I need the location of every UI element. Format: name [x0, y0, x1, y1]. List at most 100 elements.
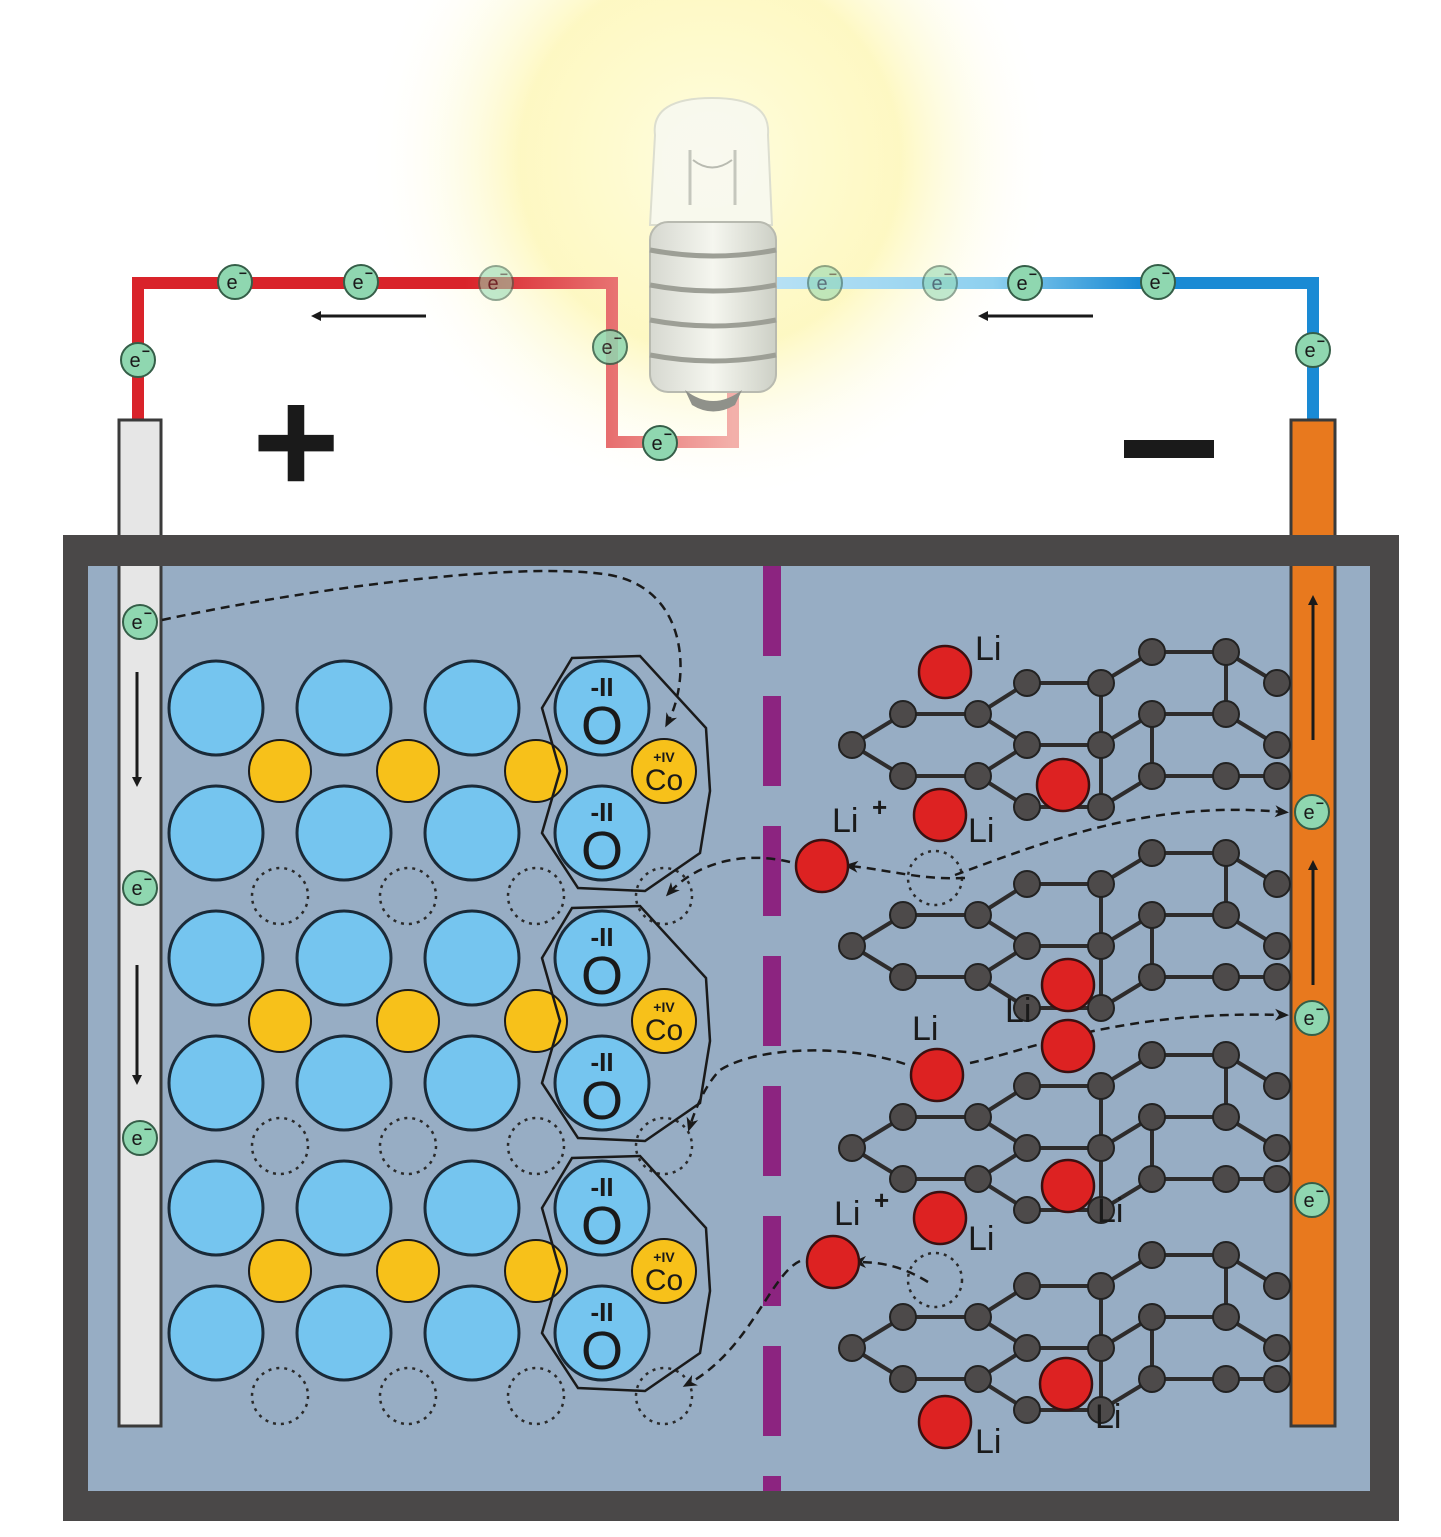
electron-label: e [226, 272, 237, 294]
cobalt-charge-label: +IV [653, 749, 675, 765]
negative-sign-bar [1124, 440, 1214, 458]
carbon-atom [964, 963, 992, 991]
electron: e− [1007, 265, 1043, 301]
electron: e− [1140, 264, 1176, 300]
oxygen-atom [167, 784, 265, 882]
electron-body [1294, 1182, 1330, 1218]
carbon-atom [1013, 1334, 1041, 1362]
carbon-atom [1263, 870, 1291, 898]
electron-body [922, 265, 958, 301]
lithium-atom [909, 1047, 965, 1103]
lithium-vacancy [378, 1116, 438, 1176]
cobalt-atom [631, 988, 697, 1054]
oxygen-atom [423, 909, 521, 1007]
oxygen-atom [553, 1284, 651, 1382]
lithium-vacancy [250, 1366, 310, 1426]
electron-label: e [352, 272, 363, 294]
carbon-atom [1138, 1303, 1166, 1331]
lithium-atom [912, 1190, 968, 1246]
electron: e− [122, 870, 158, 906]
lithium-atom [1040, 1158, 1096, 1214]
carbon-atom [1263, 731, 1291, 759]
carbon-atom [1087, 793, 1115, 821]
electron-charge: − [1162, 265, 1170, 281]
lithium-ion-label: Li [832, 802, 858, 840]
carbon-atom [1013, 1396, 1041, 1424]
carbon-atom [1138, 839, 1166, 867]
carbon-atom [1263, 963, 1291, 991]
carbon-atom [889, 1103, 917, 1131]
carbon-atom [964, 901, 992, 929]
oxygen-atom [423, 1159, 521, 1257]
carbon-atom [1212, 638, 1240, 666]
carbon-atom [838, 731, 866, 759]
carbon-atom [1013, 932, 1041, 960]
electron: e− [122, 604, 158, 640]
electron-path [954, 805, 1289, 877]
cobalt-atom [504, 1239, 568, 1303]
oxygen-atom [553, 1034, 651, 1132]
lithium-vacancy [634, 866, 694, 926]
electron-charge: − [614, 330, 622, 346]
electron-body [642, 425, 678, 461]
cobalt-atom [376, 1239, 440, 1303]
carbon-atom [1087, 1272, 1115, 1300]
electron-label: e [1304, 340, 1315, 362]
electron-label: e [1303, 802, 1314, 824]
carbon-atom [1138, 1103, 1166, 1131]
oxygen-atom [423, 784, 521, 882]
electron: e− [478, 265, 514, 301]
lithium-vacancy [506, 1116, 566, 1176]
electron-body [478, 265, 514, 301]
carbon-atom [964, 762, 992, 790]
carbon-atom [1087, 669, 1115, 697]
electron-body [1294, 794, 1330, 830]
carbon-atom [1013, 731, 1041, 759]
carbon-atom [1013, 1196, 1041, 1224]
carbon-atom [1087, 1196, 1115, 1224]
carbon-atom [1013, 1134, 1041, 1162]
electron-label: e [601, 337, 612, 359]
carbon-atom [1212, 1241, 1240, 1269]
carbon-atom [1212, 1303, 1240, 1331]
oxygen-atom [167, 1034, 265, 1132]
cobalt-label: Co [645, 1014, 683, 1047]
electron-charge: − [144, 871, 152, 887]
electron-path [161, 569, 682, 728]
electron-charge: − [500, 266, 508, 282]
electron-body [120, 342, 156, 378]
carbon-atom [1263, 1334, 1291, 1362]
electron-body [1007, 265, 1043, 301]
carbon-atom [1138, 1365, 1166, 1393]
oxygen-atom [295, 1284, 393, 1382]
lithium-atom [1040, 957, 1096, 1013]
lithium-label: Li [912, 1010, 938, 1048]
cobalt-charge-label: +IV [653, 999, 675, 1015]
electron-charge: − [144, 605, 152, 621]
lithium-label: Li [975, 630, 1001, 668]
electron-body [122, 870, 158, 906]
electron-label: e [129, 350, 140, 372]
lithium-vacancy [506, 866, 566, 926]
electron-charge: − [1317, 333, 1325, 349]
cobalt-charge-label: +IV [653, 1249, 675, 1265]
electron-body [1295, 332, 1331, 368]
oxygen-label: O [581, 1071, 623, 1131]
carbon-atom [1263, 1365, 1291, 1393]
graphite-layer [838, 1241, 1291, 1424]
lithium-vacancy [906, 1251, 964, 1309]
electron-label: e [651, 433, 662, 455]
carbon-atom [1263, 762, 1291, 790]
electron-charge: − [239, 265, 247, 281]
oxygen-label: O [581, 1321, 623, 1381]
electron-charge: − [144, 1121, 152, 1137]
carbon-atom [1013, 669, 1041, 697]
electrons: e−e−e−e−e−e−e−e−e−e−e−e−e−e−e−e−e− [120, 264, 1331, 1218]
electron-body [1140, 264, 1176, 300]
carbon-atom [889, 1165, 917, 1193]
oxygen-atom [167, 1284, 265, 1382]
carbon-atom [1087, 870, 1115, 898]
